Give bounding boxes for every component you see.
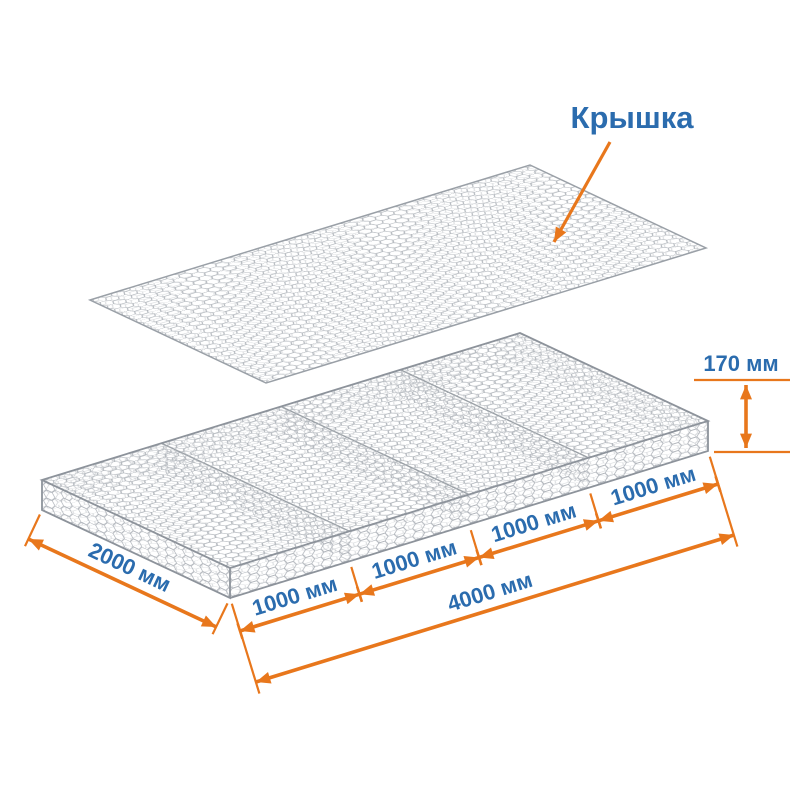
height-dimension-label: 170 мм [703,351,778,376]
mattress-top-mesh-moire-overlay [42,333,708,568]
dimension-annotations: Крышка 170 мм 2000 мм [24,100,790,694]
width-extension-line [24,514,41,547]
section-tick [594,512,603,529]
total-length-extension-line [230,603,261,694]
section-dimension-arrow-4 [597,482,719,523]
lid-mesh-moire-overlay [90,165,706,383]
width-extension-line [211,602,229,635]
lid-edge-wire [87,164,709,384]
lid-leader-line [552,141,612,243]
lid-leader-arrow: Крышка [552,100,695,243]
lid-label: Крышка [571,100,695,135]
width-dimension-arrow [27,537,218,629]
dimension-height: 170 мм [694,351,790,454]
total-length-dimension-arrow [255,533,735,684]
lid-mesh-panel [87,164,709,384]
total-length-extension-line [708,456,739,547]
